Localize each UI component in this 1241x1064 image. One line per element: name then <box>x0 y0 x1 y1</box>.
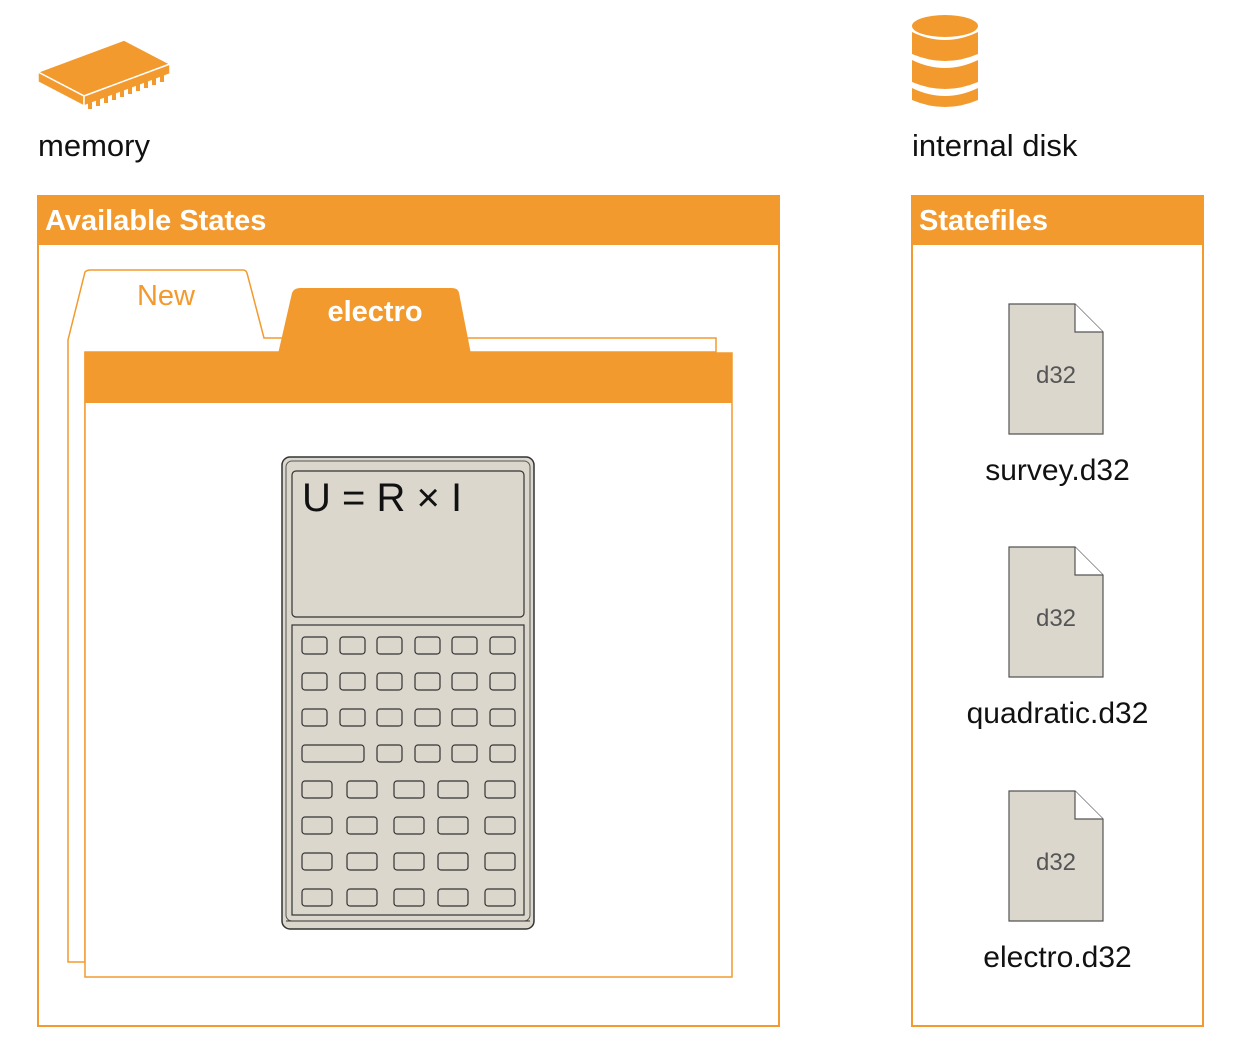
calculator-key <box>393 888 425 907</box>
document-icon-text: d32 <box>1035 605 1077 632</box>
calculator-key <box>346 816 378 835</box>
calculator-key <box>414 708 441 727</box>
document-icon <box>1008 303 1104 435</box>
tab-electro[interactable]: electro <box>327 296 423 328</box>
statefile-name: survey.d32 <box>985 454 1130 487</box>
document-icon <box>1008 790 1104 922</box>
calculator-key <box>376 708 403 727</box>
document-icon-text: d32 <box>1035 362 1077 389</box>
calculator-key <box>451 672 478 691</box>
calculator-key <box>346 852 378 871</box>
calculator-key <box>484 780 516 799</box>
calculator-key <box>484 888 516 907</box>
calculator-key <box>451 744 478 763</box>
calculator-key <box>376 672 403 691</box>
statefiles-panel: Statefiles d32 survey.d32 d32 quadratic.… <box>911 195 1204 1027</box>
calculator-key <box>301 816 333 835</box>
database-icon <box>910 14 980 114</box>
calculator-key <box>301 636 328 655</box>
available-states-title: Available States <box>39 197 778 245</box>
calculator-key <box>414 744 441 763</box>
calculator-key <box>346 780 378 799</box>
calculator-key <box>301 672 328 691</box>
memory-label: memory <box>38 128 150 163</box>
calculator-key <box>451 708 478 727</box>
calculator-key <box>437 780 469 799</box>
calculator-key <box>484 852 516 871</box>
statefile-item[interactable]: d32 electro.d32 <box>913 789 1202 979</box>
calculator-key <box>437 816 469 835</box>
calculator-key <box>301 708 328 727</box>
internal-disk-label: internal disk <box>912 128 1078 163</box>
calculator-key <box>339 636 366 655</box>
calculator-key <box>301 780 333 799</box>
document-icon <box>1008 546 1104 678</box>
calculator-key <box>339 708 366 727</box>
statefile-item[interactable]: d32 quadratic.d32 <box>913 545 1202 735</box>
calculator-key <box>489 636 516 655</box>
calculator-key <box>414 636 441 655</box>
calculator-key <box>437 852 469 871</box>
calculator-key <box>393 852 425 871</box>
calculator-display-text: U = R × I <box>302 476 463 520</box>
statefile-item[interactable]: d32 survey.d32 <box>913 302 1202 492</box>
calculator-key <box>301 852 333 871</box>
calculator-key <box>393 780 425 799</box>
calculator-key <box>489 708 516 727</box>
tab-new[interactable]: New <box>136 280 195 312</box>
calculator-key <box>489 672 516 691</box>
calculator-key <box>437 888 469 907</box>
document-icon-text: d32 <box>1035 849 1077 876</box>
calculator-key <box>339 672 366 691</box>
memory-chip-icon <box>34 38 174 118</box>
calculator-key <box>346 888 378 907</box>
calculator-key <box>489 744 516 763</box>
calculator-key <box>376 636 403 655</box>
calculator-key <box>301 888 333 907</box>
calculator-key <box>451 636 478 655</box>
calculator-key <box>484 816 516 835</box>
calculator-illustration <box>280 455 538 933</box>
calculator-key <box>414 672 441 691</box>
calculator-key <box>376 744 403 763</box>
statefile-name: electro.d32 <box>983 941 1132 974</box>
calculator-key <box>393 816 425 835</box>
statefiles-title: Statefiles <box>913 197 1202 245</box>
statefile-name: quadratic.d32 <box>966 697 1149 730</box>
calculator-key <box>301 744 365 763</box>
